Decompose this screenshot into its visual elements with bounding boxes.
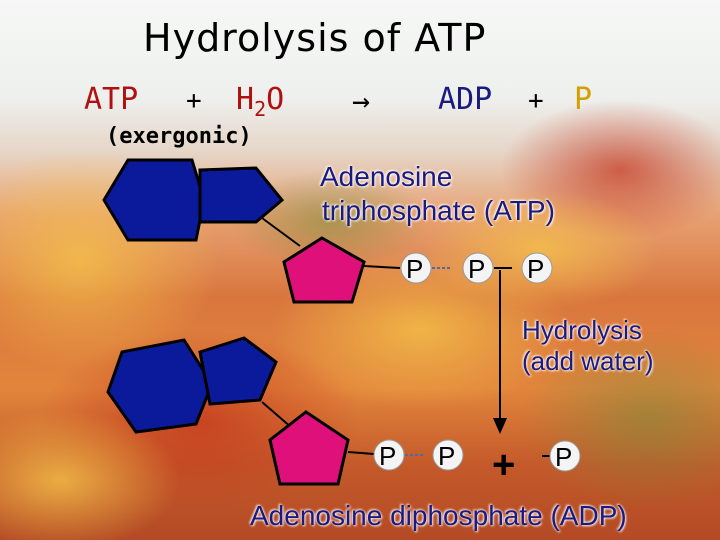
page-title: Hydrolysis of ATP — [143, 16, 487, 60]
atp-phosphate-2-label: P — [468, 254, 485, 284]
exergonic-note: (exergonic) — [106, 124, 252, 149]
equation-arrow: → — [352, 84, 371, 119]
atp-phosphate-3-label: P — [527, 254, 544, 284]
adp-phosphate-2: P — [432, 439, 464, 471]
adp-molecule: P P — [106, 336, 464, 486]
adp-adenine-ribose-bond — [261, 401, 293, 429]
adp-label: Adenosine diphosphate (ADP) — [250, 500, 627, 531]
adp-adenine-hexagon — [106, 338, 214, 434]
atp-phosphate-3: P — [521, 252, 553, 284]
plus-sign: + — [492, 443, 515, 487]
equation-phosphate: P — [574, 82, 593, 117]
hydrolysis-arrow — [493, 270, 507, 434]
atp-adenine-hexagon — [102, 158, 206, 242]
hydrolysis-label-line1: Hydrolysis — [522, 315, 642, 345]
atp-molecule: P P P — [102, 158, 553, 304]
hydrolysis-label-line2: (add water) — [522, 346, 654, 376]
adp-phosphate-2-label: P — [438, 441, 455, 471]
atp-adenine-ribose-bond — [261, 217, 301, 247]
equation-atp: ATP — [84, 82, 139, 117]
atp-label-line1: Adenosine — [320, 161, 453, 192]
equation-plus-1: + — [186, 86, 202, 116]
atp-phosphate-2: P — [462, 252, 494, 284]
atp-ribose-pentagon — [282, 236, 366, 304]
equation-water: H2O — [236, 82, 285, 121]
atp-adenine-pentagon — [198, 166, 285, 224]
released-phosphate: P — [549, 440, 581, 472]
atp-label-line2: triphosphate (ATP) — [322, 195, 555, 226]
adp-phosphate-1: P — [373, 439, 405, 471]
atp-phosphate-1-label: P — [406, 254, 423, 284]
equation-adp: ADP — [438, 82, 493, 117]
adp-ribose-pentagon — [268, 410, 350, 486]
adp-ribose-phosphate-bond — [347, 451, 375, 455]
hydrolysis-label: Hydrolysis (add water) — [522, 315, 654, 377]
adp-adenine-pentagon — [198, 336, 278, 406]
released-phosphate-label: P — [555, 442, 572, 472]
atp-ribose-phosphate-bond — [363, 265, 401, 269]
adp-phosphate-1-label: P — [379, 441, 396, 471]
equation-plus-2: + — [528, 86, 544, 116]
atp-label: Adenosine triphosphate (ATP) — [320, 160, 555, 228]
atp-phosphate-1: P — [400, 252, 432, 284]
